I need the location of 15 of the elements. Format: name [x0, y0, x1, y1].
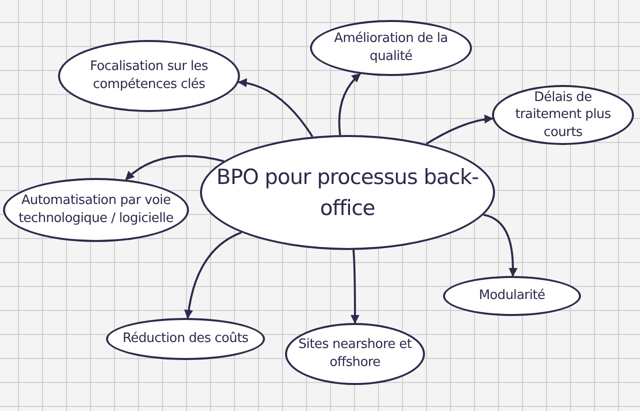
topic-bubble: Modularité [443, 276, 581, 316]
arrow [350, 250, 360, 324]
arrow [338, 73, 361, 136]
topic-bubble: Sites nearshore et offshore [285, 323, 425, 385]
arrow [184, 232, 242, 319]
arrow [483, 214, 518, 277]
topic-bubble: Automatisation par voie technologique / logicielle [3, 178, 189, 242]
arrow [125, 155, 224, 180]
arrow [238, 78, 314, 138]
arrow [426, 114, 494, 145]
topic-bubble: Amélioration de la qualité [310, 20, 472, 76]
topic-bubble: Délais de traitement plus courts [492, 85, 634, 145]
topic-bubble: Focalisation sur les compétences clés [58, 40, 240, 112]
topic-bubble: Réduction des coûts [106, 318, 265, 360]
central-topic-bubble: BPO pour processus back-office [200, 135, 495, 250]
